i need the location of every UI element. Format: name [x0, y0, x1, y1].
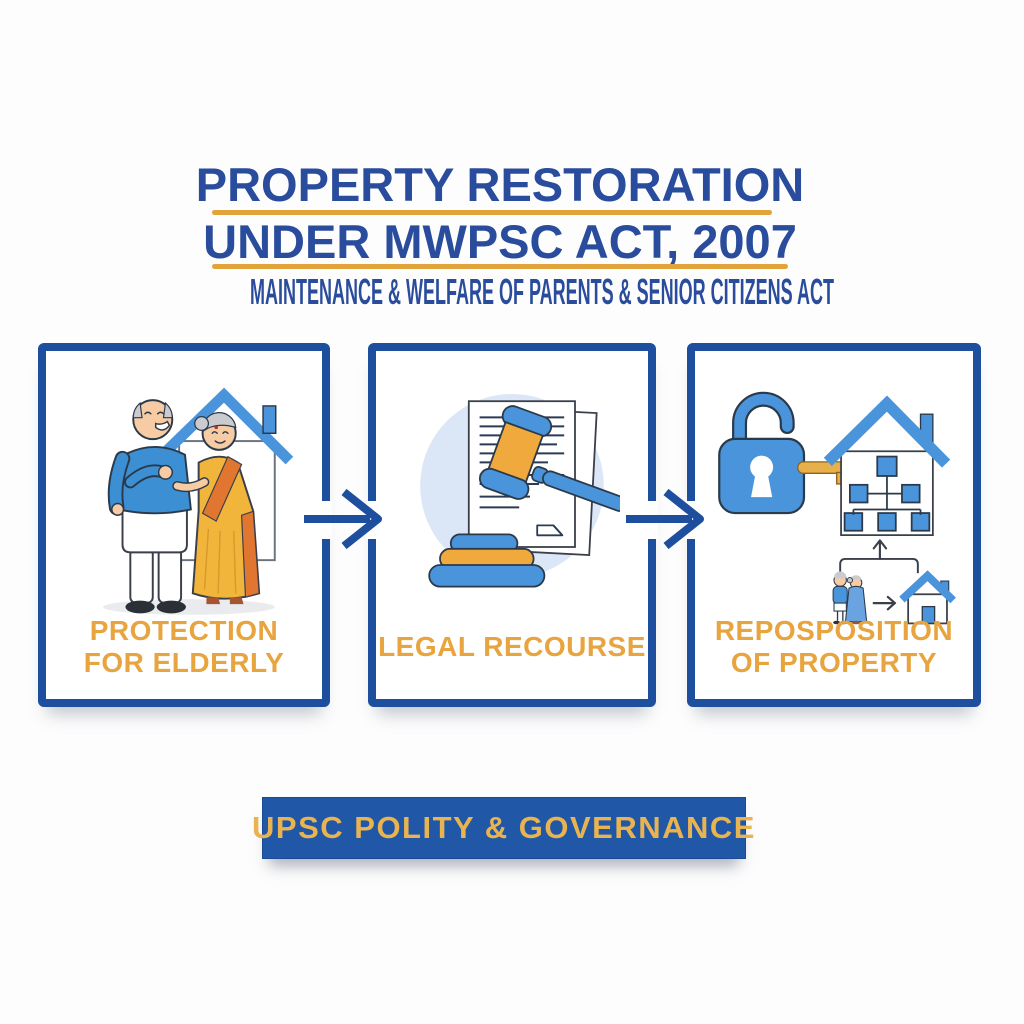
elderly-couple-house-illustration [102, 387, 294, 615]
page-subtitle: MAINTENANCE & WELFARE OF PARENTS & SENIO… [250, 271, 835, 312]
card-label-line1: PROTECTION [89, 614, 279, 646]
card-label: LEGAL RECOURSE [376, 611, 648, 683]
gavel-documents-illustration [420, 394, 620, 588]
page-title-line2: UNDER MWPSC ACT, 2007 [203, 215, 797, 268]
card-reposposition-of-property: REPOSPOSITION OF PROPERTY [687, 343, 981, 707]
unlocked-padlock-key-house-illustration [718, 391, 956, 625]
footer-banner-label: UPSC POLITY & GOVERNANCE [252, 810, 756, 845]
card-label-line2: OF PROPERTY [730, 647, 938, 678]
card-protection-for-elderly: PROTECTION FOR ELDERLY [38, 343, 330, 707]
title-underline-1 [212, 210, 772, 215]
right-arrow-icon [304, 488, 382, 550]
card-label-line2: FOR ELDERLY [83, 647, 285, 678]
title-underline-2 [212, 264, 788, 269]
card-label-line1: LEGAL RECOURSE [378, 630, 646, 662]
card-label: REPOSPOSITION OF PROPERTY [695, 611, 973, 683]
footer-banner: UPSC POLITY & GOVERNANCE [252, 797, 754, 859]
card-legal-recourse: LEGAL RECOURSE [368, 343, 656, 707]
card-label-line1: REPOSPOSITION [714, 614, 954, 646]
page-title-line1: PROPERTY RESTORATION [195, 158, 805, 211]
card-label: PROTECTION FOR ELDERLY [46, 611, 322, 683]
right-arrow-icon [626, 488, 704, 550]
